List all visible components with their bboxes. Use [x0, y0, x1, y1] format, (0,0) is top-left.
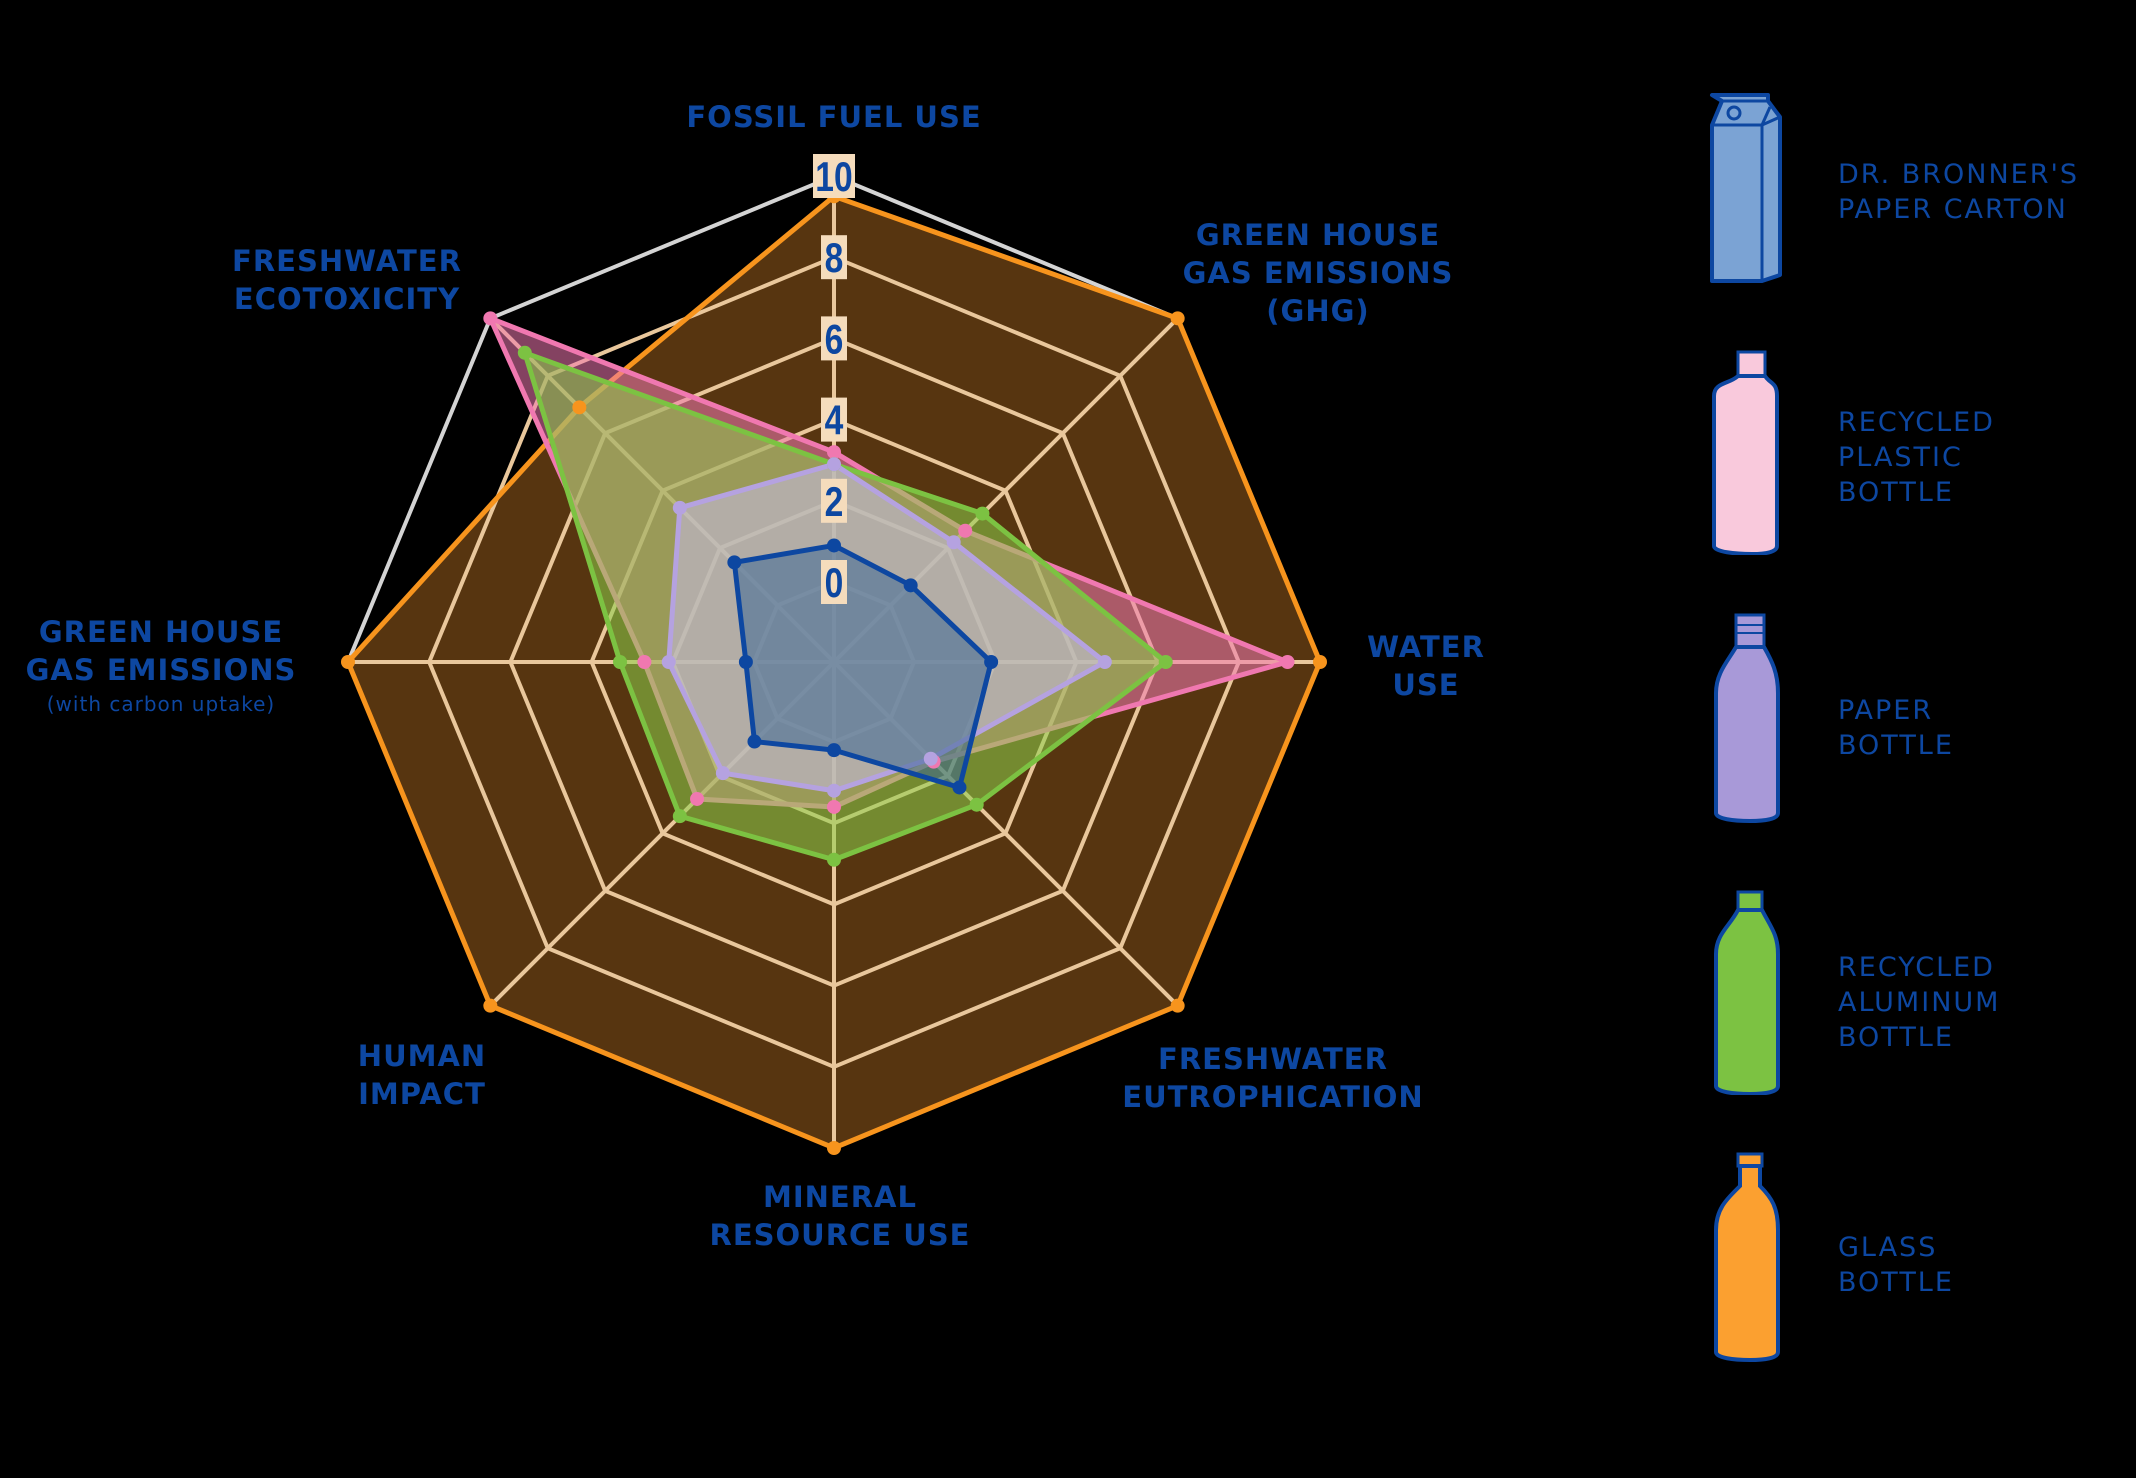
axis-label-line: IMPACT	[358, 1077, 486, 1111]
legend-label: GLASS BOTTLE	[1838, 1232, 1954, 1298]
data-point-dr-bronner-s-paper-carton	[903, 578, 918, 593]
legend-item-glass-bottle: GLASS BOTTLE	[1700, 1152, 2120, 1362]
legend-label: RECYCLED ALUMINUM BOTTLE	[1838, 952, 2001, 1053]
data-point-glass-bottle	[572, 400, 587, 415]
tick-label-background	[813, 154, 855, 198]
data-point-recycled-plastic-bottle	[483, 311, 498, 326]
data-point-recycled-aluminum-bottle	[613, 655, 628, 669]
tick-label: 10	[815, 155, 852, 201]
axis-label-line: GAS EMISSIONS	[1182, 256, 1454, 290]
axis-label-line: HUMAN	[357, 1039, 487, 1073]
data-point-recycled-aluminum-bottle	[672, 809, 687, 824]
data-point-glass-bottle	[483, 998, 498, 1013]
axis-label: GREEN HOUSE GAS EMISSIONS (GHG)	[1183, 216, 1454, 330]
data-point-paper-bottle	[661, 655, 676, 669]
legend-label: PAPER BOTTLE	[1838, 695, 1954, 761]
tick-label-background	[821, 560, 847, 604]
axis-label-line: EUTROPHICATION	[1122, 1080, 1424, 1114]
legend-label: RECYCLED PLASTIC BOTTLE	[1838, 407, 1995, 508]
paper-bottle-icon	[1714, 613, 1780, 823]
data-point-glass-bottle	[341, 655, 355, 669]
data-point-glass-bottle	[1170, 998, 1185, 1013]
axis-label-line: (GHG)	[1266, 294, 1370, 328]
tick-label-background	[821, 235, 847, 280]
data-point-paper-bottle	[827, 783, 841, 798]
axis-label-line: RESOURCE USE	[709, 1218, 971, 1252]
axis-label: MINERAL RESOURCE USE	[710, 1178, 971, 1254]
data-point-recycled-aluminum-bottle	[517, 345, 532, 360]
data-point-dr-bronner-s-paper-carton	[984, 655, 999, 669]
data-point-paper-bottle	[827, 457, 841, 472]
axis-label-line: GREEN HOUSE	[38, 615, 284, 649]
axis-label-line: USE	[1392, 668, 1460, 702]
axis-label: HUMAN IMPACT	[358, 1037, 486, 1113]
data-point-recycled-aluminum-bottle	[969, 797, 984, 812]
axis-label-line: WATER	[1367, 630, 1485, 664]
data-point-recycled-plastic-bottle	[827, 445, 841, 460]
axis-label: FRESHWATER EUTROPHICATION	[1122, 1040, 1423, 1116]
data-point-paper-bottle	[1097, 655, 1112, 669]
data-point-dr-bronner-s-paper-carton	[738, 655, 753, 669]
tick-label: 6	[825, 317, 844, 363]
axis-label-line: FRESHWATER	[232, 244, 462, 278]
data-point-paper-bottle	[946, 535, 961, 550]
data-point-recycled-plastic-bottle	[690, 791, 705, 806]
data-point-recycled-aluminum-bottle	[975, 506, 990, 521]
data-point-recycled-aluminum-bottle	[827, 852, 841, 867]
glass-bottle-icon	[1714, 1152, 1780, 1362]
data-point-recycled-plastic-bottle	[958, 523, 973, 538]
data-point-recycled-aluminum-bottle	[1158, 655, 1173, 669]
tick-label: 8	[825, 236, 844, 282]
axis-label-line: ECOTOXICITY	[233, 282, 461, 316]
legend-item-carton: DR. BRONNER'S PAPER CARTON	[1700, 89, 2120, 283]
data-point-paper-bottle	[715, 766, 730, 781]
data-point-recycled-plastic-bottle	[637, 655, 652, 669]
plastic-bottle-icon	[1712, 350, 1779, 555]
axis-label: FOSSIL FUEL USE	[686, 98, 981, 136]
tick-label-background	[821, 316, 847, 361]
data-point-paper-bottle	[672, 500, 687, 515]
axis-label: FRESHWATER ECOTOXICITY	[232, 242, 462, 318]
data-point-dr-bronner-s-paper-carton	[727, 555, 742, 570]
legend-item-aluminum-bottle: RECYCLED ALUMINUM BOTTLE	[1700, 890, 2120, 1095]
tick-label-background	[821, 397, 847, 442]
tick-label: 2	[825, 479, 844, 525]
axis-label-line: FRESHWATER	[1158, 1042, 1388, 1076]
tick-label: 0	[825, 561, 844, 607]
data-point-recycled-plastic-bottle	[827, 799, 841, 814]
data-point-glass-bottle	[1170, 311, 1185, 326]
aluminum-bottle-icon	[1714, 890, 1780, 1095]
axis-label-line: MINERAL	[763, 1180, 917, 1214]
legend-item-paper-bottle: PAPER BOTTLE	[1700, 613, 2120, 823]
axis-label-line: GREEN HOUSE	[1195, 218, 1441, 252]
axis-label-line: FOSSIL FUEL USE	[686, 100, 982, 134]
legend-label: DR. BRONNER'S PAPER CARTON	[1838, 159, 2080, 225]
data-point-dr-bronner-s-paper-carton	[827, 538, 841, 553]
tick-label-background	[821, 478, 847, 523]
data-point-glass-bottle	[1313, 655, 1327, 669]
data-point-dr-bronner-s-paper-carton	[747, 734, 762, 749]
axis-label: GREEN HOUSE GAS EMISSIONS (with carbon upt…	[26, 613, 297, 719]
axis-sublabel: (with carbon uptake)	[46, 692, 276, 716]
tick-label: 4	[825, 398, 844, 444]
axis-label: WATER USE	[1367, 628, 1485, 704]
data-point-recycled-plastic-bottle	[1280, 655, 1295, 669]
carton-icon	[1710, 93, 1782, 283]
data-point-glass-bottle	[827, 1141, 841, 1155]
axis-label-line: GAS EMISSIONS	[25, 653, 297, 687]
legend-item-plastic-bottle: RECYCLED PLASTIC BOTTLE	[1700, 350, 2120, 555]
data-point-paper-bottle	[923, 751, 938, 766]
data-point-dr-bronner-s-paper-carton	[827, 743, 841, 758]
data-point-dr-bronner-s-paper-carton	[952, 780, 967, 795]
